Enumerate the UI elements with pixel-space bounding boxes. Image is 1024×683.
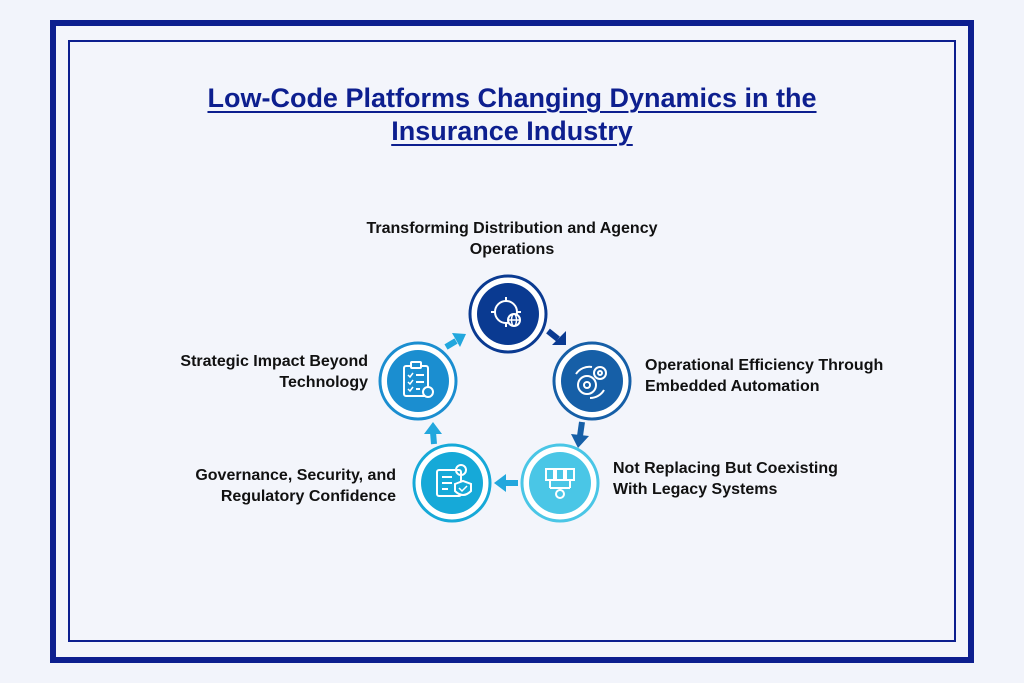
clipboard-checklist-icon (403, 361, 434, 398)
shield-checklist-icon (436, 464, 472, 497)
cycle-arrows (424, 328, 589, 492)
arrow-1-to-2 (546, 328, 566, 345)
stage-label-governance: Governance, Security, and Regulatory Con… (195, 467, 396, 505)
stage-node-governance (412, 443, 492, 523)
stage-label-efficiency: Operational Efficiency Through Embedded … (645, 357, 884, 395)
stage-label-distribution: Transforming Distribution and Agency Ope… (366, 220, 658, 258)
title-line-1: Low-Code Platforms Changing Dynamics in … (207, 83, 817, 113)
document-network-icon (545, 468, 575, 499)
title-line-2: Insurance Industry (391, 116, 633, 146)
gear-globe-icon (491, 297, 521, 327)
stage-node-distribution (468, 274, 548, 354)
stage-node-legacy (520, 443, 600, 523)
stage-label-legacy: Not Replacing But Coexisting With Legacy… (613, 460, 838, 498)
stage-label-strategic: Strategic Impact Beyond Technology (180, 353, 368, 391)
arrow-3-to-4 (494, 474, 518, 492)
arrow-2-to-3 (571, 421, 589, 448)
automation-gears-icon (575, 365, 607, 400)
page-title: Low-Code Platforms Changing Dynamics in … (112, 82, 912, 148)
stage-node-efficiency (552, 341, 632, 421)
stage-node-strategic (378, 341, 458, 421)
inner-frame (68, 40, 956, 642)
arrow-5-to-1 (444, 333, 466, 350)
arrow-4-to-5 (424, 422, 442, 445)
